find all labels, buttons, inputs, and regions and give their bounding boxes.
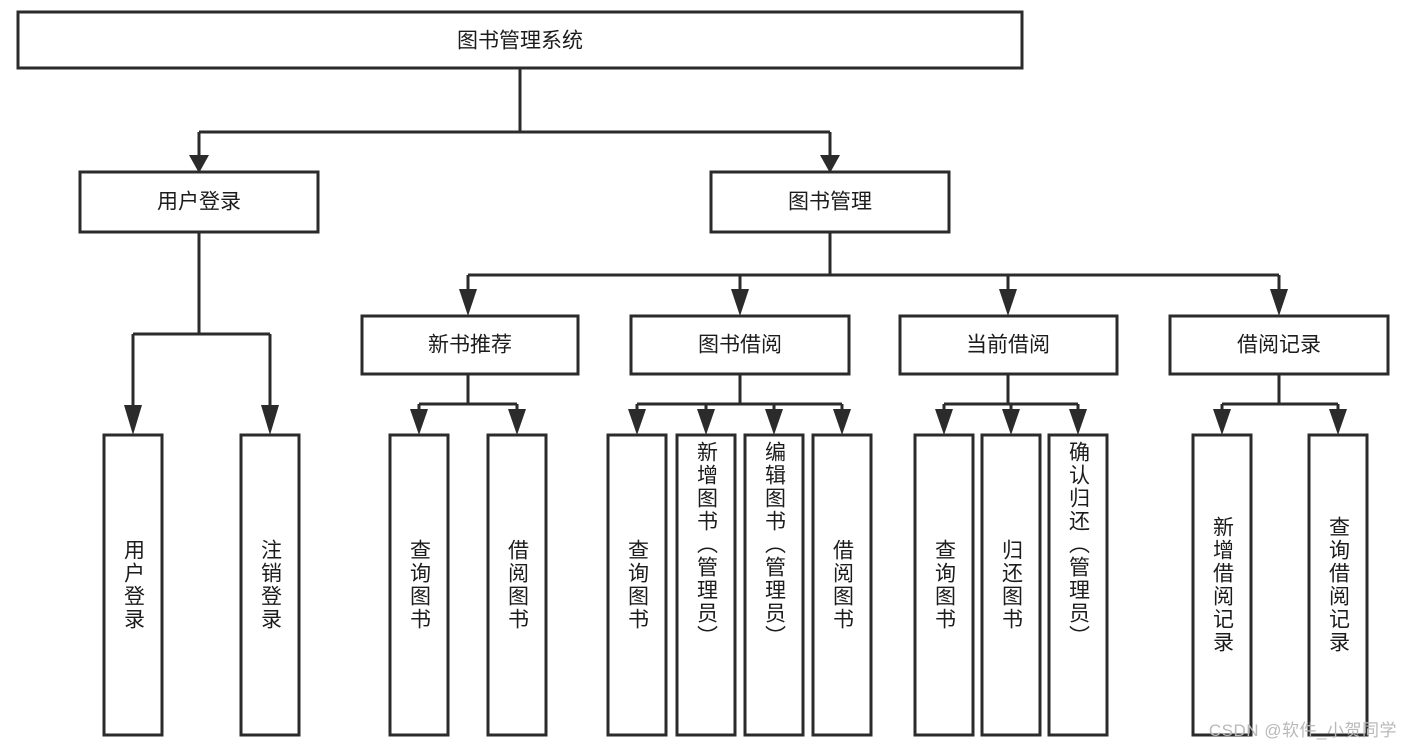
connector-group-user-login — [124, 232, 279, 435]
node-new-book-recommend-label: 新书推荐 — [428, 334, 512, 357]
arrowhead-leaf-return-book — [1002, 409, 1020, 435]
leaf-box-user-login[interactable] — [102, 433, 164, 737]
node-root-label: 图书管理系统 — [457, 30, 583, 53]
arrowhead-leaf-logout — [261, 405, 279, 435]
arrowhead-book-borrow — [731, 289, 749, 316]
node-current-borrow[interactable] — [898, 314, 1119, 376]
node-user-login-label: 用户登录 — [157, 191, 241, 214]
leaf-box-logout[interactable] — [239, 433, 301, 737]
leaf-box-add-book[interactable] — [675, 433, 737, 737]
node-borrow-record-label: 借阅记录 — [1237, 334, 1321, 357]
arrowhead-book-mgmt — [820, 155, 840, 173]
arrowhead-leaf-borrow-book-2 — [833, 409, 851, 435]
arrowhead-leaf-add-record — [1213, 409, 1231, 435]
arrowhead-borrow-record — [1270, 289, 1288, 316]
arrowhead-new-book-rec — [459, 289, 477, 316]
connector-group-book-borrow — [628, 374, 851, 435]
arrowhead-leaf-confirm-return — [1069, 409, 1087, 435]
arrowhead-leaf-edit-book — [765, 409, 783, 435]
connector-group-current-borrow — [935, 374, 1087, 435]
node-book-borrow[interactable] — [629, 314, 851, 376]
leaf-box-query-record[interactable] — [1307, 433, 1369, 737]
csdn-watermark: CSDN @软件_小贺同学 — [1208, 721, 1397, 740]
node-root-book-system[interactable] — [16, 10, 1024, 70]
connector-group-book-mgmt — [459, 232, 1288, 316]
leaf-box-confirm-return[interactable] — [1047, 433, 1109, 737]
node-user-login[interactable] — [78, 170, 320, 234]
leaf-box-edit-book[interactable] — [743, 433, 805, 737]
arrowhead-leaf-query-book-3 — [935, 409, 953, 435]
connector-group-borrow-record — [1213, 374, 1347, 435]
arrowhead-leaf-query-book-1 — [410, 409, 428, 435]
node-book-management-label: 图书管理 — [788, 191, 872, 214]
node-borrow-record[interactable] — [1168, 314, 1390, 376]
connector-group-root — [189, 68, 840, 173]
leaf-box-query-book-2[interactable] — [606, 433, 668, 737]
leaf-box-query-book-3[interactable] — [913, 433, 975, 737]
node-new-book-recommend[interactable] — [360, 314, 580, 376]
arrowhead-leaf-user-login — [124, 405, 142, 435]
arrowhead-leaf-add-book — [697, 409, 715, 435]
leaf-box-return-book[interactable] — [980, 433, 1042, 737]
leaf-box-borrow-book-1[interactable] — [486, 433, 548, 737]
leaf-box-borrow-book-2[interactable] — [811, 433, 873, 737]
arrowhead-current-borrow — [999, 289, 1017, 316]
arrowhead-leaf-borrow-book-1 — [508, 409, 526, 435]
leaf-box-query-book-1[interactable] — [388, 433, 450, 737]
connector-group-new-book-rec — [410, 374, 526, 435]
node-current-borrow-label: 当前借阅 — [966, 334, 1050, 357]
arrowhead-leaf-query-record — [1329, 409, 1347, 435]
arrowhead-leaf-query-book-2 — [628, 409, 646, 435]
node-book-borrow-label: 图书借阅 — [698, 334, 782, 357]
leaf-box-add-record[interactable] — [1191, 433, 1253, 737]
node-book-management[interactable] — [709, 170, 951, 234]
arrowhead-user-login — [189, 155, 209, 173]
